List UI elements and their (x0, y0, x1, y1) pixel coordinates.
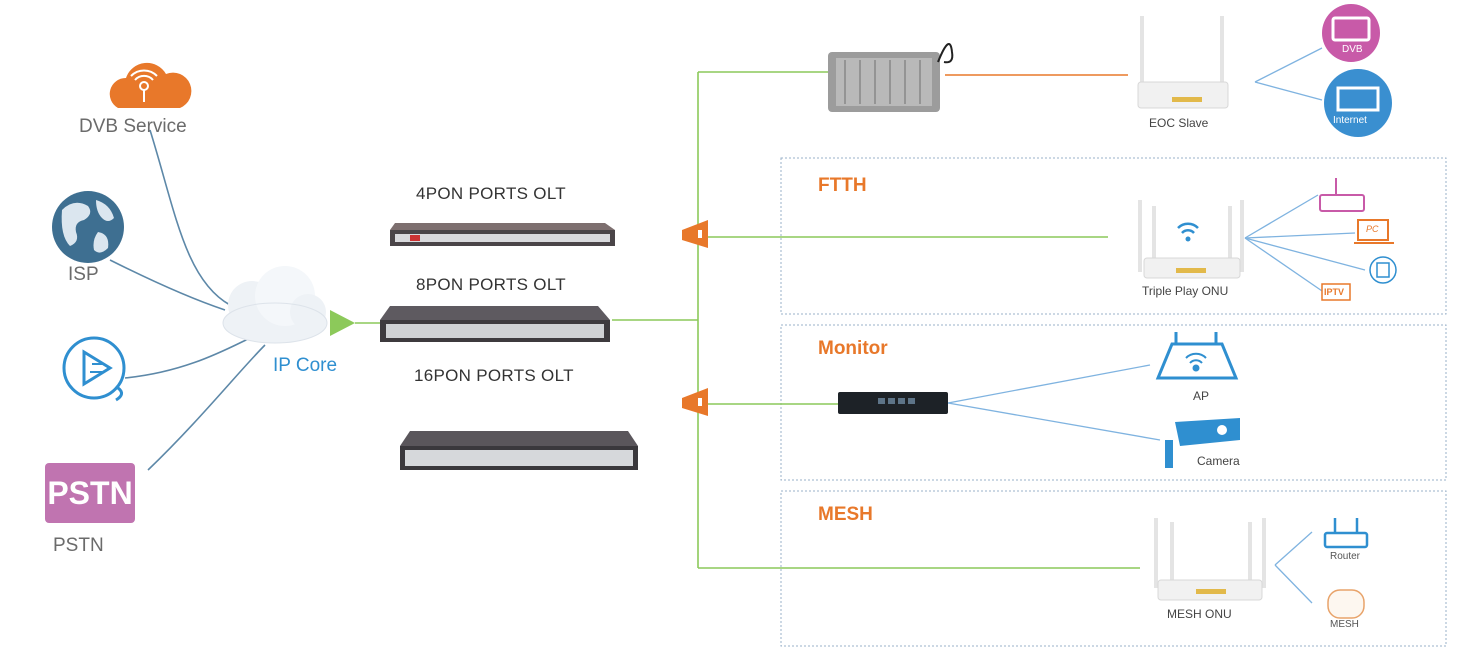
video-service-icon (62, 336, 126, 402)
pstn-badge-icon (45, 463, 135, 523)
triple-play-onu-label: Triple Play ONU (1142, 284, 1229, 298)
monitor-frame (780, 324, 1447, 481)
pc-label: PC (1366, 224, 1379, 234)
mesh-onu-label: MESH ONU (1167, 607, 1232, 621)
ip-core-label: IP Core (273, 355, 338, 376)
triple-play-onu-device (1138, 200, 1244, 279)
ftth-frame (780, 157, 1447, 315)
fiber-trunk (355, 71, 1140, 569)
pstn-badge-text: PSTN (47, 475, 133, 511)
mesh-node-label: MESH (1330, 619, 1359, 630)
access-point-icon (1155, 332, 1239, 380)
ip-core-cloud-icon (222, 266, 328, 344)
camera-icon (1165, 418, 1240, 468)
mesh-node-icon (1327, 589, 1365, 619)
wifi-router-icon (1319, 178, 1365, 212)
ap-label: AP (1193, 389, 1210, 403)
isp-globe-icon (52, 191, 124, 263)
iptv-icon (1321, 283, 1351, 301)
ethernet-switch-device (838, 392, 948, 414)
fanout-links (947, 47, 1366, 604)
olt-16pon-label: 16PON PORTS OLT (414, 366, 574, 385)
camera-label: Camera (1197, 454, 1240, 468)
phone-icon (1369, 256, 1397, 284)
dvb-label: DVB (1342, 44, 1363, 55)
olt-8pon-device (380, 306, 610, 342)
olt-8pon-label: 8PON PORTS OLT (416, 275, 566, 294)
core-arrow-icon (330, 310, 355, 336)
eoc-slave-label: EOC Slave (1149, 116, 1209, 130)
mesh-frame (780, 490, 1447, 647)
pstn-label: PSTN (53, 535, 104, 556)
dvb-service-label: DVB Service (79, 116, 187, 137)
source-links (109, 129, 266, 471)
router-label: Router (1330, 551, 1361, 562)
router-icon (1323, 518, 1369, 549)
eoc-master-device (828, 43, 954, 112)
olt-16pon-device (400, 431, 638, 470)
splitter-icon-monitor (682, 388, 708, 416)
ftth-title: FTTH (818, 175, 867, 196)
olt-4pon-device (390, 223, 615, 246)
mesh-onu-device (1154, 518, 1266, 601)
pc-icon (1354, 219, 1394, 244)
isp-label: ISP (68, 264, 99, 285)
dvb-service-icon (109, 62, 192, 108)
eoc-slave-device (1137, 16, 1229, 109)
iptv-label: IPTV (1324, 287, 1345, 297)
internet-laptop-icon (1324, 69, 1392, 137)
mesh-title: MESH (818, 504, 873, 525)
splitter-icon-ftth (682, 220, 708, 248)
monitor-title: Monitor (818, 338, 888, 359)
internet-label: Internet (1333, 115, 1367, 126)
olt-4pon-label: 4PON PORTS OLT (416, 184, 566, 203)
dvb-tv-icon (1322, 4, 1380, 62)
